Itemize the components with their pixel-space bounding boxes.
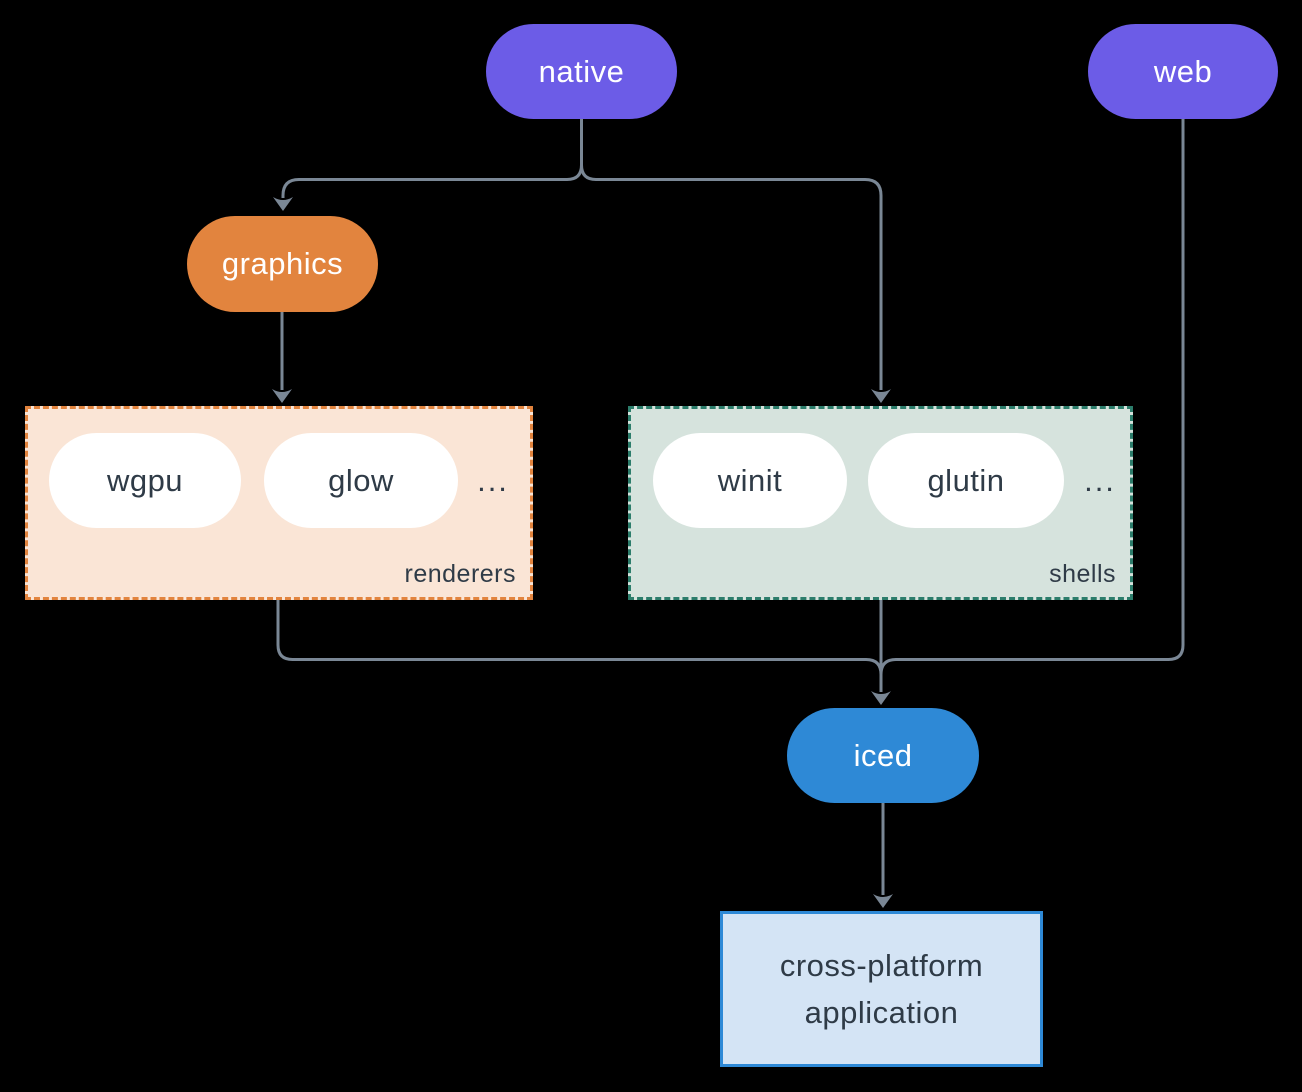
shells-group-label: shells <box>1049 560 1116 588</box>
arrowhead-iced <box>871 691 891 705</box>
node-iced: iced <box>787 708 979 803</box>
node-native-label: native <box>538 53 625 89</box>
application-label-line1: cross-platform <box>779 948 984 983</box>
renderers-group-label: renderers <box>404 560 516 588</box>
node-winit: winit <box>653 433 847 528</box>
node-glutin: glutin <box>868 433 1064 528</box>
group-renderers: wgpu glow ... renderers <box>25 406 533 600</box>
arrowhead-renderers <box>272 389 292 403</box>
node-wgpu-label: wgpu <box>106 462 184 498</box>
arrowhead-application <box>873 894 893 908</box>
renderers-ellipsis: ... <box>477 462 509 498</box>
node-glutin-label: glutin <box>927 462 1005 498</box>
connector-native-to-shells <box>580 119 883 390</box>
node-graphics: graphics <box>187 216 378 312</box>
node-cross-platform-application: cross-platform application <box>720 911 1043 1067</box>
group-shells: winit glutin ... shells <box>628 406 1133 600</box>
shells-ellipsis: ... <box>1084 462 1116 498</box>
application-label-line2: application <box>804 995 959 1030</box>
node-iced-label: iced <box>853 737 913 773</box>
arrowhead-graphics <box>273 197 293 211</box>
node-winit-label: winit <box>717 462 783 498</box>
node-web: web <box>1088 24 1278 119</box>
node-web-label: web <box>1153 53 1213 89</box>
node-wgpu: wgpu <box>49 433 241 528</box>
node-graphics-label: graphics <box>221 246 344 281</box>
node-native: native <box>486 24 677 119</box>
connector-web-to-iced <box>879 119 1185 675</box>
node-glow-label: glow <box>328 462 394 498</box>
node-glow: glow <box>264 433 458 528</box>
arrowhead-shells <box>871 389 891 403</box>
connector-renderers-to-iced <box>276 600 883 675</box>
connector-native-to-graphics <box>281 119 583 198</box>
